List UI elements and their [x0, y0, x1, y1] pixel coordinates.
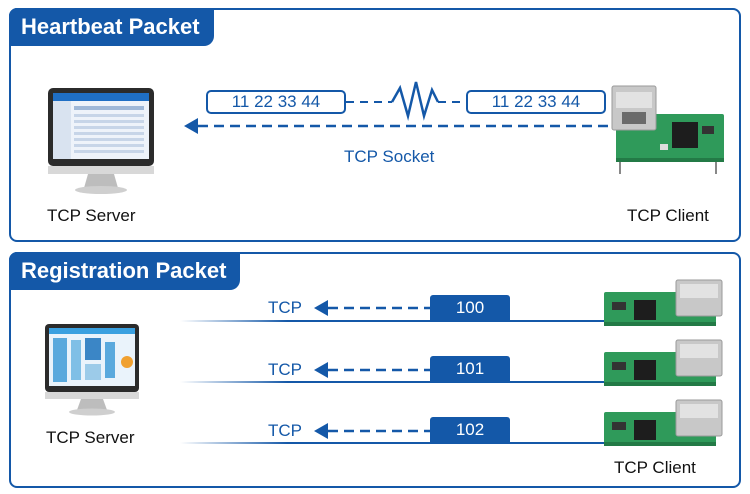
row-3-id-badge: 102	[430, 417, 510, 443]
signal-zigzag-icon	[346, 81, 466, 121]
heartbeat-server-label: TCP Server	[47, 206, 136, 225]
row-1-arrow	[314, 300, 432, 316]
registration-title: Registration Packet	[9, 252, 241, 290]
client-board-1-icon	[604, 279, 723, 326]
client-board-icon	[611, 85, 724, 174]
row-3-protocol: TCP	[268, 421, 302, 440]
registration-line-3	[180, 442, 610, 444]
heartbeat-client-label: TCP Client	[627, 206, 709, 225]
registration-client-label: TCP Client	[614, 458, 696, 477]
registration-line-2	[180, 381, 610, 383]
row-2-arrow	[314, 362, 432, 378]
row-1-id-badge: 100	[430, 295, 510, 321]
registration-server-monitor-icon	[45, 324, 139, 416]
row-2-id-badge: 101	[430, 356, 510, 382]
tcp-socket-label: TCP Socket	[344, 147, 435, 166]
heartbeat-packet-server-side: 11 22 33 44	[206, 90, 346, 114]
row-1-protocol: TCP	[268, 298, 302, 317]
server-monitor-icon	[48, 88, 154, 194]
heartbeat-arrow	[184, 118, 614, 134]
client-board-2-icon	[604, 339, 723, 386]
registration-line-1	[180, 320, 610, 322]
registration-server-label: TCP Server	[46, 428, 135, 447]
row-3-arrow	[314, 423, 432, 439]
client-board-3-icon	[604, 399, 723, 446]
row-2-protocol: TCP	[268, 360, 302, 379]
heartbeat-packet-client-side: 11 22 33 44	[466, 90, 606, 114]
heartbeat-title: Heartbeat Packet	[9, 8, 214, 46]
